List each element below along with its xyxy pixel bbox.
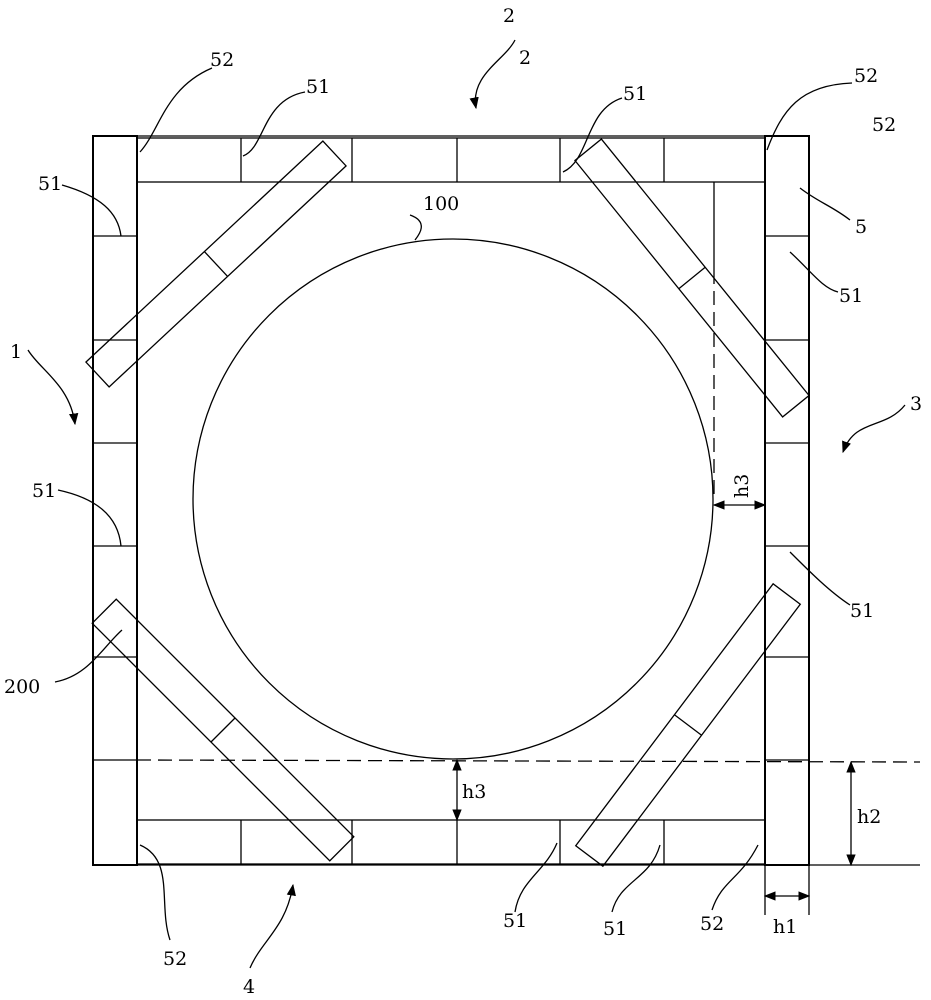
label-joint-51: 51 xyxy=(839,285,863,307)
label-joint-51: 51 xyxy=(623,83,647,105)
bar-top-right xyxy=(575,139,809,417)
label-bar-200: 200 xyxy=(4,676,40,698)
label-dim-h3-bottom: h3 xyxy=(462,781,486,803)
dimension-h1 xyxy=(765,865,809,915)
side-1-arrow xyxy=(28,350,75,424)
label-joint-51: 51 xyxy=(503,910,527,932)
label-joint-51: 51 xyxy=(603,918,627,940)
label-side-2-b: 2 xyxy=(519,47,531,69)
label-dim-h3-right: h3 xyxy=(731,474,753,498)
side-3-arrow xyxy=(843,405,905,452)
bar-top-left xyxy=(86,141,346,387)
label-joint-51: 51 xyxy=(306,76,330,98)
circle-100 xyxy=(193,239,713,759)
label-corner-52: 52 xyxy=(854,65,878,87)
label-corner-52: 52 xyxy=(210,49,234,71)
label-side-4: 4 xyxy=(243,976,255,998)
label-joint-51: 51 xyxy=(850,600,874,622)
label-side-3: 3 xyxy=(910,393,922,415)
label-side-2-a: 2 xyxy=(503,5,515,27)
label-corner-52: 52 xyxy=(700,913,724,935)
right-wall xyxy=(765,136,809,865)
left-wall xyxy=(93,136,137,865)
label-dim-h2: h2 xyxy=(857,806,881,828)
bar-bottom-left xyxy=(92,599,354,861)
bottom-wall xyxy=(93,820,809,865)
side-4-arrow xyxy=(250,885,293,968)
label-joint-51: 51 xyxy=(38,173,62,195)
label-block-5: 5 xyxy=(855,216,867,238)
label-circle-100: 100 xyxy=(423,193,459,215)
label-corner-52: 52 xyxy=(872,114,896,136)
bar-bottom-right xyxy=(576,584,801,866)
label-side-1: 1 xyxy=(10,341,22,363)
label-dim-h1: h1 xyxy=(773,916,797,938)
top-wall xyxy=(93,136,809,182)
label-joint-51: 51 xyxy=(32,480,56,502)
side-2-arrow xyxy=(475,40,515,108)
label-corner-52: 52 xyxy=(163,948,187,970)
